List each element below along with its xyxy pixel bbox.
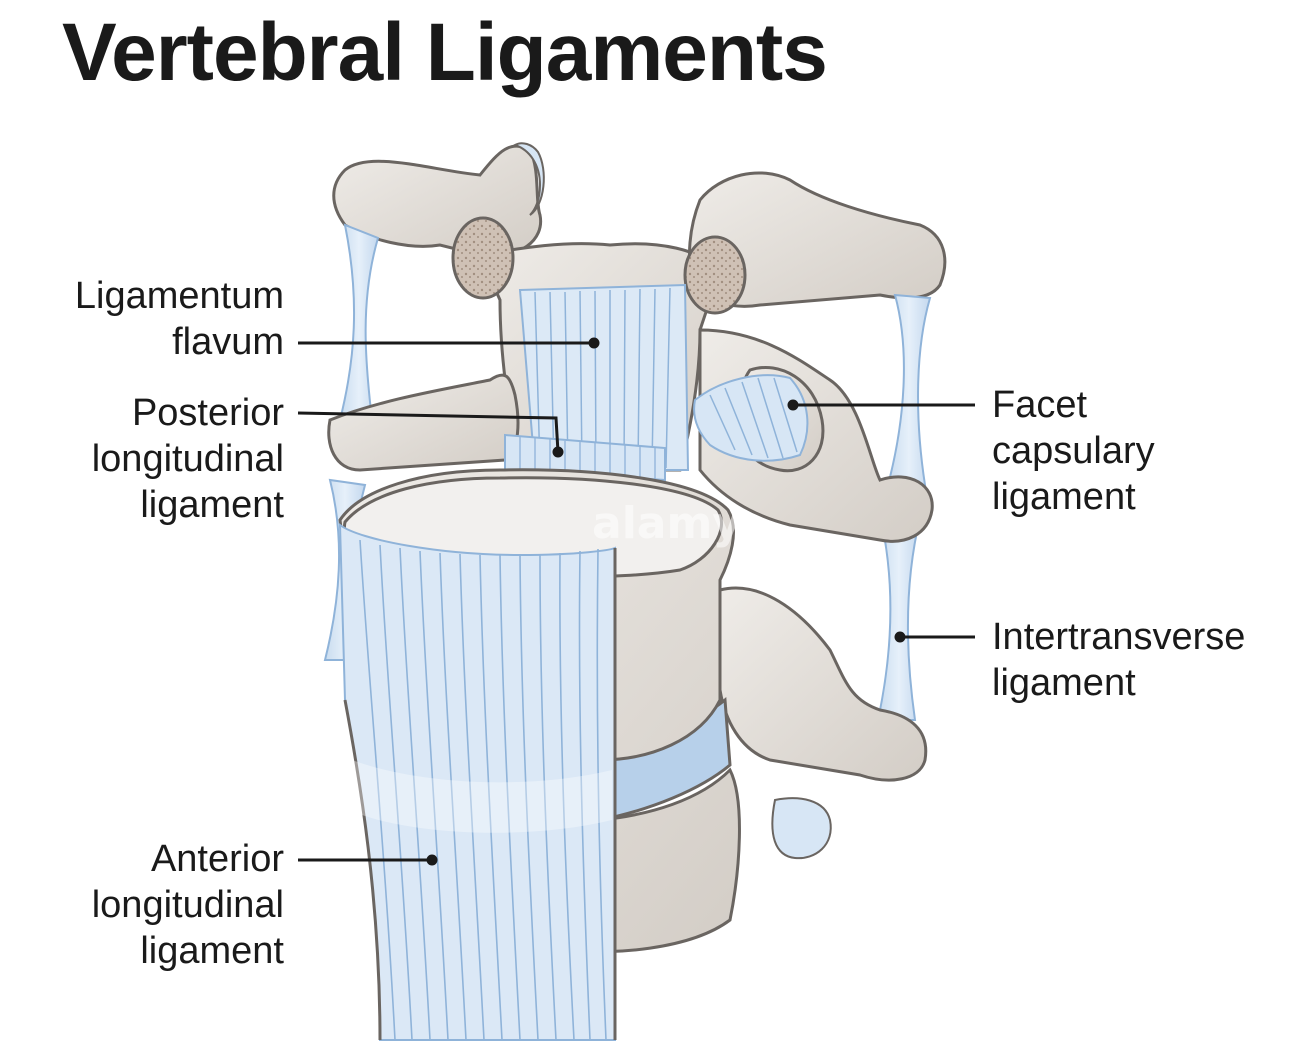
right-intertransverse-ligament: [876, 293, 932, 721]
dot-ligamentum-flavum: [588, 337, 600, 349]
upper-right-process: [683, 171, 947, 315]
facet-capsular-ligament: [693, 374, 809, 462]
label-posterior-longitudinal-ligament: Posterior longitudinal ligament: [91, 392, 284, 526]
label-anterior-longitudinal-ligament: Anterior longitudinal ligament: [91, 838, 284, 972]
label-intertransverse-ligament: Intertransverse ligament: [992, 616, 1246, 704]
dot-posterior-longitudinal: [552, 446, 564, 458]
left-pedicle-cut: [451, 216, 515, 300]
anterior-longitudinal-ligament: [338, 522, 617, 1041]
dot-intertransverse: [894, 631, 906, 643]
label-ligamentum-flavum: Ligamentum flavum: [74, 275, 284, 363]
ligamentum-flavum: [518, 283, 690, 471]
diagram-title: Vertebral Ligaments: [62, 7, 828, 98]
leader-lines: [297, 337, 975, 866]
left-mid-lamina: [327, 373, 520, 472]
lower-right-process: [718, 586, 928, 860]
watermark: alamy: [592, 498, 741, 549]
dot-facet-capsulary: [787, 399, 799, 411]
label-facet-capsulary-ligament: Facet capsulary ligament: [992, 384, 1155, 518]
dot-anterior-longitudinal: [426, 854, 438, 866]
leader-posterior-longitudinal: [297, 411, 560, 453]
